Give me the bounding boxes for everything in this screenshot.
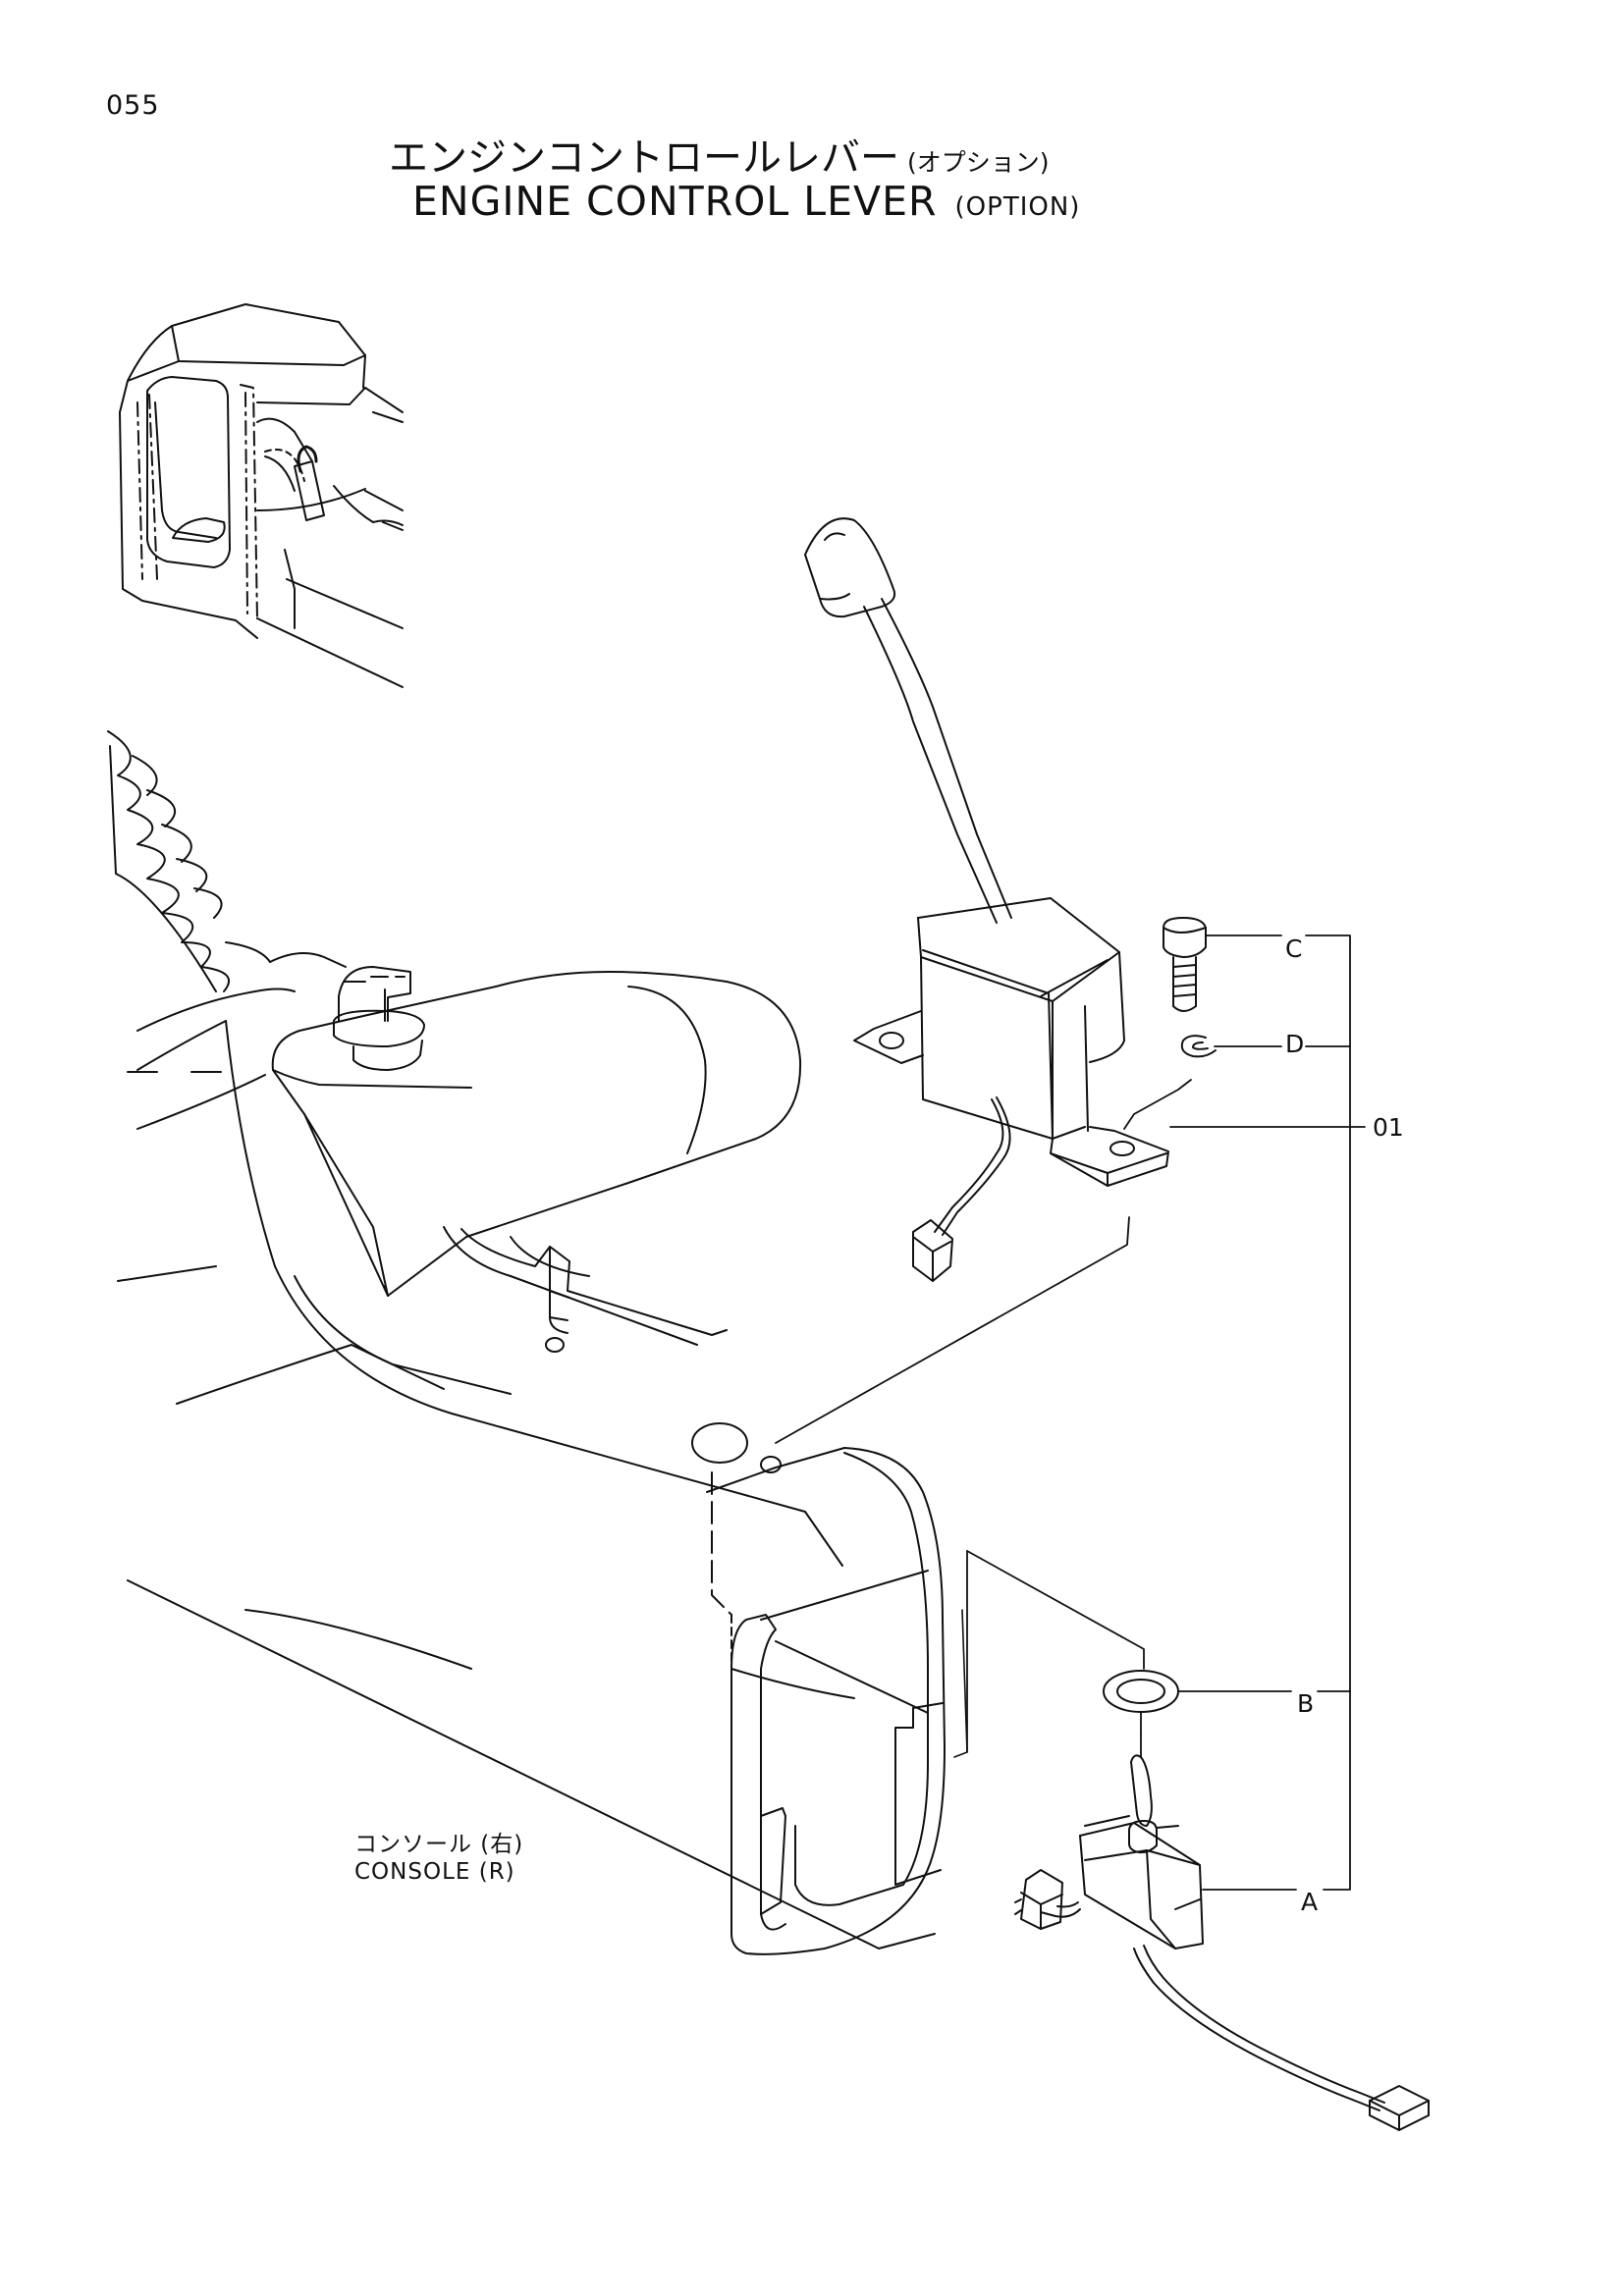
title-english-main: ENGINE CONTROL LEVER: [412, 178, 938, 225]
console-label-japanese: コンソール (右): [354, 1832, 524, 1857]
callout-label-d: D: [1285, 1030, 1305, 1058]
callout-label-a: A: [1301, 1888, 1319, 1916]
part-d-lock-washer: [1182, 1036, 1216, 1056]
engine-control-lever-drawing: [776, 518, 1191, 1443]
part-b-rubber-ring: [1104, 1671, 1178, 1735]
part-c-bolt: [1163, 918, 1206, 1011]
callout-label-c: C: [1285, 934, 1303, 963]
console-label-english: CONSOLE (R): [354, 1859, 515, 1885]
callout-label-b: B: [1297, 1689, 1315, 1718]
cab-inset-drawing: [120, 304, 403, 687]
part-a-switch: [1015, 1755, 1429, 2130]
title-japanese-option: (オプション): [907, 148, 1050, 177]
callout-leader-lines: [967, 935, 1365, 1890]
title-japanese: エンジンコントロールレバー (オプション): [389, 126, 1050, 183]
console-right-drawing: [108, 731, 967, 1954]
page-number: 055: [106, 90, 160, 121]
title-english-option: (OPTION): [954, 192, 1081, 222]
title-japanese-main: エンジンコントロールレバー: [389, 135, 899, 181]
callout-label-01: 01: [1373, 1113, 1404, 1142]
title-english: ENGINE CONTROL LEVER (OPTION): [412, 178, 1080, 225]
